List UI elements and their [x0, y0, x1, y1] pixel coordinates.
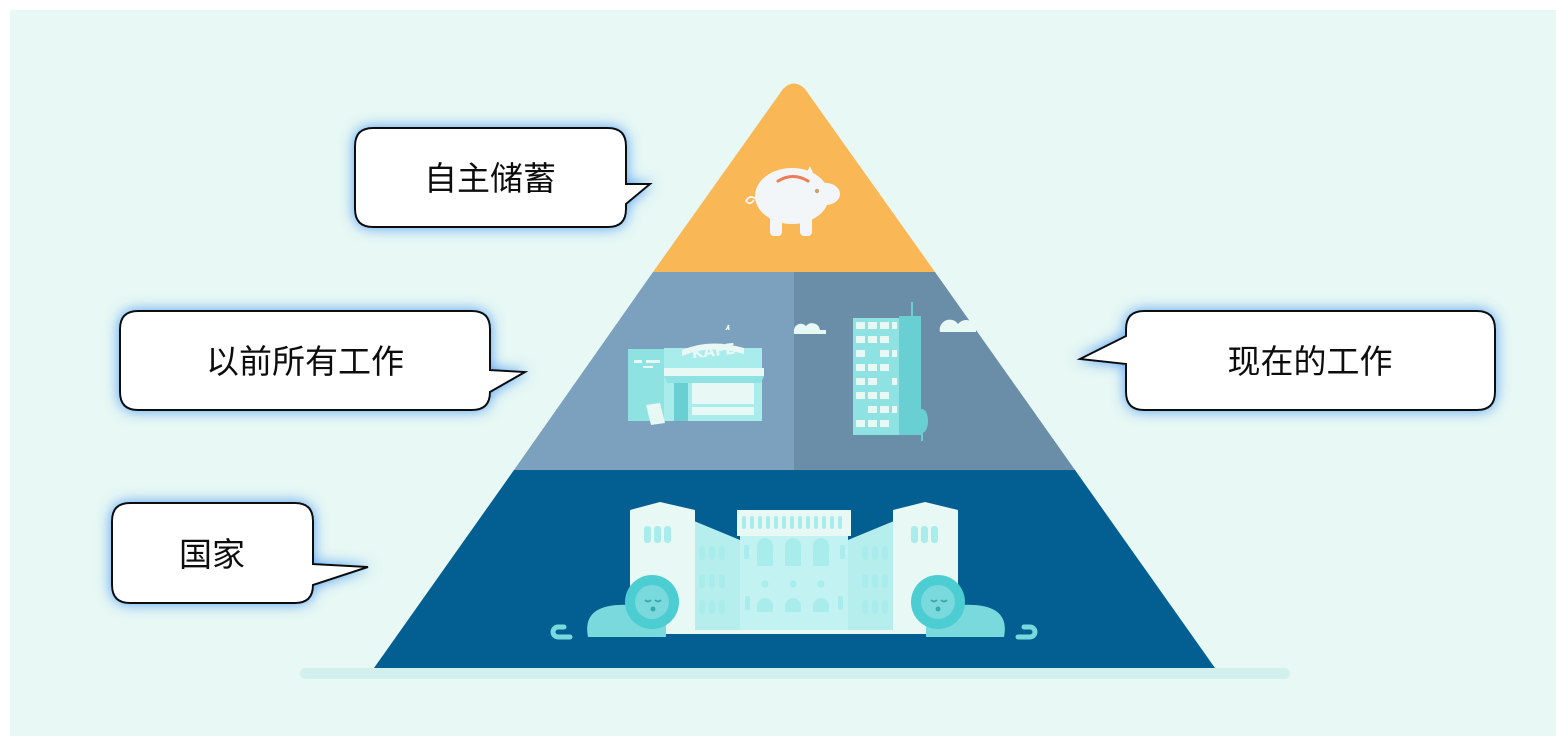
label-middle-right: 现在的工作: [1228, 342, 1393, 381]
label-bubble-top: 自主储蓄: [354, 127, 653, 228]
label-middle-left: 以前所有工作: [206, 342, 404, 381]
cafe-storefront-icon: KAFE: [628, 324, 764, 425]
office-tower-icon: [793, 302, 976, 441]
label-bubble-middle-left: 以前所有工作: [119, 310, 529, 411]
ground-shadow: [300, 668, 1290, 679]
parliament-with-lions-icon: [550, 502, 1038, 640]
label-top: 自主储蓄: [424, 159, 556, 198]
cafe-sign-text: KAFE: [691, 340, 736, 362]
label-bubble-middle-right: 现在的工作: [1076, 310, 1496, 411]
label-bubble-bottom: 国家: [111, 502, 369, 604]
label-bottom: 国家: [179, 535, 245, 574]
piggy-bank-icon: [744, 166, 840, 236]
